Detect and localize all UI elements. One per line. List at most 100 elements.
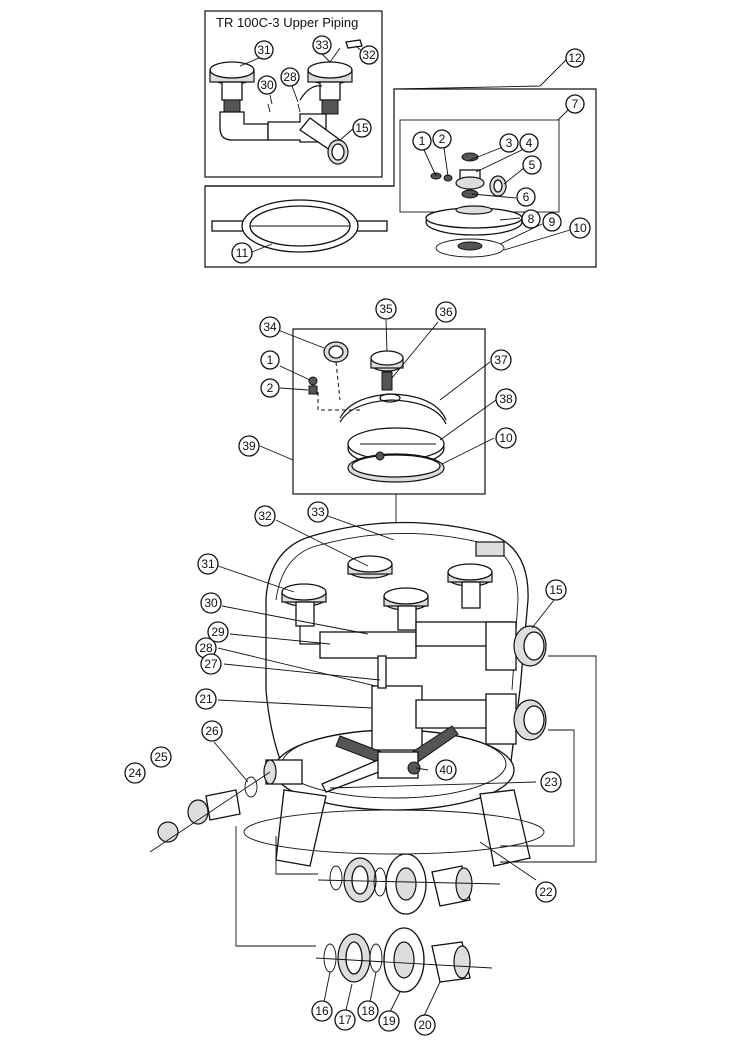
callout-label: 27 bbox=[204, 657, 218, 671]
callout-label: 17 bbox=[338, 1013, 352, 1027]
callout-label: 5 bbox=[529, 158, 536, 172]
drain-parts bbox=[149, 771, 271, 853]
lid-assembly-inset bbox=[204, 88, 597, 268]
callout-label: 9 bbox=[549, 215, 556, 229]
callout-label: 33 bbox=[311, 505, 325, 519]
callout-label: 15 bbox=[549, 583, 563, 597]
callout: 9 bbox=[542, 212, 562, 232]
callout-label: 15 bbox=[355, 121, 369, 135]
callout: 12 bbox=[565, 48, 585, 68]
callout-label: 23 bbox=[544, 775, 558, 789]
callout: 15 bbox=[352, 118, 372, 138]
callout-label: 12 bbox=[568, 51, 582, 65]
callout: 27 bbox=[200, 653, 222, 675]
callout: 40 bbox=[435, 759, 457, 781]
callout-label: 34 bbox=[263, 320, 277, 334]
callout-label: 35 bbox=[379, 302, 393, 316]
callout: 25 bbox=[150, 746, 172, 768]
callout-label: 36 bbox=[439, 305, 453, 319]
callout-label: 11 bbox=[236, 246, 249, 260]
callout-label: 7 bbox=[572, 97, 579, 111]
callout: 8 bbox=[521, 209, 541, 229]
callout: 1 bbox=[260, 350, 280, 370]
callout-label: 18 bbox=[361, 1004, 375, 1018]
callout: 32 bbox=[359, 45, 379, 65]
callout: 23 bbox=[540, 771, 562, 793]
callout: 18 bbox=[357, 1000, 379, 1022]
callout: 31 bbox=[254, 40, 274, 60]
callout-label: 28 bbox=[199, 641, 213, 655]
callout-label: 31 bbox=[201, 557, 215, 571]
callout-label: 40 bbox=[439, 763, 453, 777]
callout: 10 bbox=[569, 217, 591, 239]
callout-label: 19 bbox=[382, 1014, 396, 1028]
callout: 39 bbox=[238, 435, 260, 457]
callout-label: 1 bbox=[419, 134, 426, 148]
callout: 1 bbox=[412, 131, 432, 151]
callout: 22 bbox=[535, 881, 557, 903]
filter-tank bbox=[243, 521, 547, 867]
callout: 28 bbox=[280, 67, 300, 87]
callout: 10 bbox=[495, 427, 517, 449]
callout: 6 bbox=[516, 187, 536, 207]
callout: 5 bbox=[522, 155, 542, 175]
callout-label: 32 bbox=[258, 509, 272, 523]
callout-label: 30 bbox=[204, 596, 218, 610]
callout-label: 10 bbox=[499, 431, 513, 445]
callout: 2 bbox=[260, 378, 280, 398]
callout-label: 6 bbox=[523, 190, 530, 204]
callout-label: 21 bbox=[199, 692, 213, 706]
callout: 36 bbox=[435, 301, 457, 323]
lid-detail-box bbox=[292, 328, 486, 530]
callout: 32 bbox=[254, 505, 276, 527]
callout: 11 bbox=[231, 242, 253, 264]
upper-piping-inset: TR 100C-3 Upper Piping bbox=[204, 10, 383, 178]
callout-label: 2 bbox=[267, 381, 274, 395]
callout-label: 25 bbox=[154, 750, 168, 764]
callout: 17 bbox=[334, 1009, 356, 1031]
callout-label: 29 bbox=[211, 625, 225, 639]
callout: 2 bbox=[432, 129, 452, 149]
callouts: 31 33 32 30 28 15 12 7 1 2 3 4 5 6 8 9 1… bbox=[124, 35, 591, 1036]
callout: 4 bbox=[519, 133, 539, 153]
lateral-manifold bbox=[211, 199, 388, 253]
callout-label: 2 bbox=[439, 132, 446, 146]
callout: 38 bbox=[495, 388, 517, 410]
callout-label: 22 bbox=[539, 885, 553, 899]
callout: 37 bbox=[490, 349, 512, 371]
callout-label: 4 bbox=[526, 136, 533, 150]
callout-label: 26 bbox=[205, 724, 219, 738]
callout: 35 bbox=[375, 298, 397, 320]
callout: 19 bbox=[378, 1010, 400, 1032]
callout-label: 10 bbox=[573, 221, 587, 235]
callout-label: 16 bbox=[315, 1004, 329, 1018]
leader-lines bbox=[213, 45, 571, 1017]
callout-label: 37 bbox=[494, 353, 508, 367]
callout: 30 bbox=[200, 592, 222, 614]
callout-label: 32 bbox=[362, 48, 376, 62]
callout: 33 bbox=[307, 501, 329, 523]
callout: 31 bbox=[197, 553, 219, 575]
callout-label: 39 bbox=[242, 439, 256, 453]
inset-title: TR 100C-3 Upper Piping bbox=[216, 15, 358, 30]
callout: 7 bbox=[565, 94, 585, 114]
callout-label: 33 bbox=[315, 38, 329, 52]
callout: 3 bbox=[499, 133, 519, 153]
callout: 29 bbox=[207, 621, 229, 643]
callout: 20 bbox=[414, 1014, 436, 1036]
union-parts bbox=[235, 655, 597, 993]
callout-label: 30 bbox=[260, 78, 274, 92]
callout-label: 8 bbox=[528, 212, 535, 226]
callout-label: 28 bbox=[283, 70, 297, 84]
callout-label: 38 bbox=[499, 392, 513, 406]
callout-label: 31 bbox=[257, 43, 271, 57]
callout: 30 bbox=[257, 75, 277, 95]
callout: 16 bbox=[311, 1000, 333, 1022]
callout-label: 1 bbox=[267, 353, 274, 367]
callout-label: 20 bbox=[418, 1018, 432, 1032]
callout: 15 bbox=[545, 579, 567, 601]
callout: 24 bbox=[124, 762, 146, 784]
callout: 34 bbox=[259, 316, 281, 338]
callout-label: 24 bbox=[128, 766, 142, 780]
